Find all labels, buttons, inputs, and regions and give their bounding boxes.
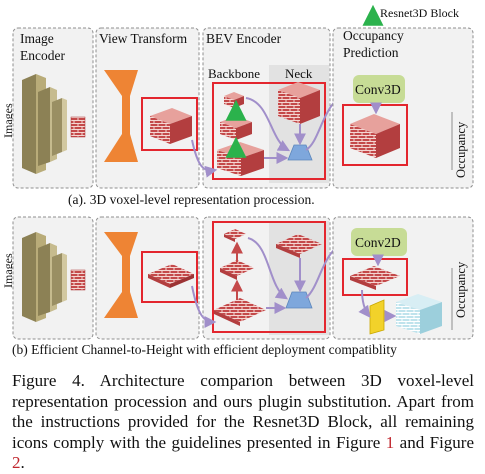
- row-a-output-label: Occupancy: [454, 121, 468, 178]
- architecture-diagram: Resnet3D Block Images Image Encoder View…: [1, 4, 474, 357]
- row-a-head-label: Conv3D: [355, 82, 401, 97]
- view-transform-title: View Transform: [99, 31, 188, 46]
- row-a-view-transform-shape: [104, 70, 138, 162]
- row-a-bev-highlight-box: [212, 82, 326, 180]
- row-b-backbone-to-neck-arrow: [247, 237, 288, 300]
- row-a-caption: (a). 3D voxel-level representation proce…: [68, 192, 315, 207]
- row-b-vt-highlight-box: [141, 251, 198, 303]
- occupancy-title-line2: Prediction: [343, 45, 399, 60]
- row-b-head-label: Conv2D: [355, 235, 401, 250]
- row-b-backbone-plane-large: [214, 298, 266, 326]
- row-b-conv2d-block: [351, 228, 407, 256]
- row-b-output-label: Occupancy: [454, 261, 468, 318]
- figure-caption: Figure 4. Architecture comparion between…: [12, 371, 474, 474]
- row-a-image-encoder-stack: [22, 74, 67, 174]
- image-encoder-title-line1: Image: [20, 31, 54, 46]
- row-b-input-label: Images: [1, 253, 15, 288]
- row-b-backbone-plane-small: [224, 229, 246, 242]
- image-encoder-title-line2: Encoder: [20, 48, 65, 63]
- row-b-output-cube: [396, 294, 442, 334]
- row-a-vt-highlight-box: [141, 97, 198, 151]
- legend: Resnet3D Block: [362, 4, 459, 26]
- row-b-backbone-plane-mid: [220, 260, 254, 280]
- figure-caption-end: .: [20, 453, 25, 472]
- row-b-output-plane: [350, 266, 400, 290]
- row-a-encoder-feature-map: [70, 116, 86, 138]
- row-a-vt-to-backbone-arrow: [191, 139, 218, 178]
- row-b-view-transform-shape: [104, 232, 138, 318]
- row-a-voxel-cube: [150, 108, 192, 144]
- occupancy-title-line1: Occupancy: [343, 28, 404, 43]
- row-b-caption: (b) Efficient Channel-to-Height with eff…: [12, 342, 397, 357]
- legend-label: Resnet3D Block: [380, 6, 459, 20]
- row-b-channel-to-height-icon: [369, 299, 385, 335]
- figure-ref-1-link[interactable]: 1: [385, 432, 395, 452]
- backbone-label: Backbone: [208, 66, 260, 81]
- row-a: Images Image Encoder View Transform BEV …: [1, 27, 474, 207]
- bev-encoder-title: BEV Encoder: [206, 31, 282, 46]
- row-a-conv3d-block: [353, 75, 405, 103]
- row-a-input-label: Images: [1, 103, 15, 138]
- figure-caption-text: Architecture comparion between 3D voxel-…: [12, 371, 475, 452]
- row-b: Images: [1, 216, 474, 357]
- figure-caption-label: Figure 4.: [12, 371, 85, 390]
- row-a-neck-cube: [278, 82, 320, 124]
- row-b-vt-to-backbone-arrow: [191, 285, 217, 328]
- row-a-output-cube: [350, 114, 400, 158]
- image-encoder-title: Image Encoder: [20, 31, 65, 63]
- row-b-image-encoder-stack: [22, 232, 67, 322]
- row-b-neck-plane: [276, 234, 322, 258]
- occupancy-prediction-title: Occupancy Prediction: [343, 28, 407, 60]
- row-b-encoder-feature-map: [70, 269, 86, 291]
- row-a-backbone-to-neck-arrow: [245, 97, 291, 152]
- neck-label: Neck: [285, 66, 313, 81]
- row-b-bev-highlight-box: [212, 221, 326, 333]
- row-b-plane-to-c2h-arrow: [358, 289, 371, 318]
- figure-caption-middle: and Figure: [394, 432, 474, 452]
- row-b-bev-plane: [148, 264, 194, 288]
- figure-ref-2-link[interactable]: 2: [12, 453, 21, 472]
- row-a-view-transform-panel: [95, 27, 200, 189]
